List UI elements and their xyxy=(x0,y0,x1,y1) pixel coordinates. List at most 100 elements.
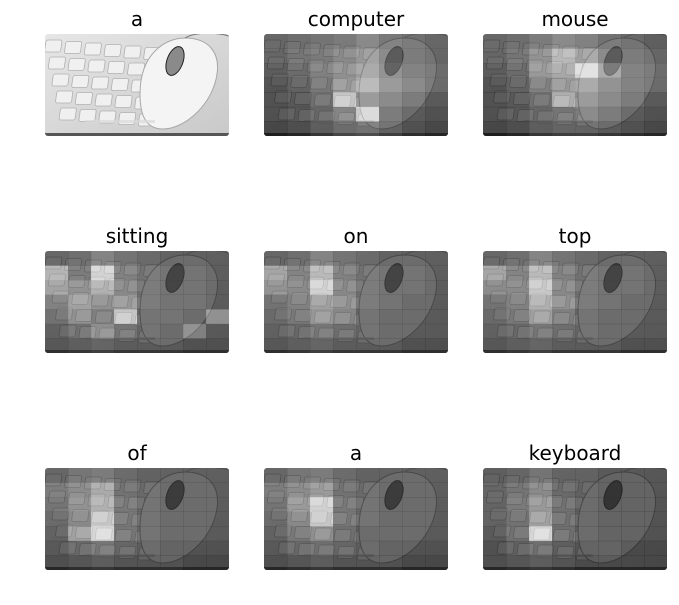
attention-cell xyxy=(310,48,334,64)
attention-cell xyxy=(264,251,288,266)
attention-cell xyxy=(552,77,576,93)
attention-cell xyxy=(483,526,507,542)
attention-cell xyxy=(552,526,576,542)
attention-cell xyxy=(402,468,426,483)
attention-cell xyxy=(333,338,357,353)
panel-image xyxy=(483,251,667,353)
attention-panel-top: top xyxy=(483,223,667,353)
attention-cell xyxy=(552,48,576,64)
attention-cell xyxy=(310,106,334,122)
attention-cell xyxy=(206,265,229,281)
mouse-wheel xyxy=(165,46,185,76)
attention-cell xyxy=(506,265,530,281)
attention-cell xyxy=(402,482,426,498)
attention-cell xyxy=(333,309,357,325)
attention-cell xyxy=(379,251,403,266)
attention-cell xyxy=(356,309,380,325)
attention-cell xyxy=(402,526,426,542)
attention-cell xyxy=(402,338,426,353)
attention-cell xyxy=(333,468,357,483)
attention-cell xyxy=(425,251,448,266)
attention-cell xyxy=(529,468,553,483)
attention-cell xyxy=(91,323,115,339)
attention-cell xyxy=(333,265,357,281)
attention-cell xyxy=(356,34,380,49)
attention-cell xyxy=(137,482,161,498)
attention-cell xyxy=(264,265,288,281)
attention-cell xyxy=(137,265,161,281)
attention-cell xyxy=(160,468,184,483)
attention-cell xyxy=(621,526,645,542)
attention-cell xyxy=(356,92,380,108)
attention-cell xyxy=(356,77,380,93)
attention-cell xyxy=(598,468,622,483)
attention-cell xyxy=(356,482,380,498)
attention-cell xyxy=(379,294,403,310)
attention-cell xyxy=(402,48,426,64)
attention-cell xyxy=(287,265,311,281)
attention-cell xyxy=(68,555,92,570)
attention-cell xyxy=(45,265,69,281)
attention-cell xyxy=(621,482,645,498)
attention-cell xyxy=(575,540,599,556)
attention-cell xyxy=(45,251,69,266)
attention-cell xyxy=(137,497,161,513)
attention-cell xyxy=(183,265,207,281)
attention-cell xyxy=(137,323,161,339)
attention-cell xyxy=(45,280,69,296)
attention-cell xyxy=(68,309,92,325)
attention-cell xyxy=(506,323,530,339)
attention-cell xyxy=(644,468,667,483)
attention-cell xyxy=(644,482,667,498)
attention-cell xyxy=(621,106,645,122)
attention-cell xyxy=(644,121,667,136)
attention-cell xyxy=(506,540,530,556)
attention-cell xyxy=(552,265,576,281)
panel-image xyxy=(264,468,448,570)
attention-cell xyxy=(310,34,334,49)
attention-cell xyxy=(598,323,622,339)
attention-cell xyxy=(287,482,311,498)
attention-cell xyxy=(644,497,667,513)
attention-cell xyxy=(287,48,311,64)
attention-cell xyxy=(333,92,357,108)
attention-cell xyxy=(91,280,115,296)
attention-cell xyxy=(160,265,184,281)
attention-cell xyxy=(160,526,184,542)
attention-cell xyxy=(68,497,92,513)
attention-cell xyxy=(264,540,288,556)
attention-cell xyxy=(483,338,507,353)
attention-cell xyxy=(379,265,403,281)
attention-cell xyxy=(425,497,448,513)
attention-cell xyxy=(45,555,69,570)
attention-cell xyxy=(552,121,576,136)
attention-cell xyxy=(598,294,622,310)
attention-cell xyxy=(425,280,448,296)
attention-cell xyxy=(287,309,311,325)
attention-cell xyxy=(425,63,448,79)
attention-cell xyxy=(356,280,380,296)
attention-cell xyxy=(621,323,645,339)
mouse-body xyxy=(139,37,219,130)
attention-cell xyxy=(114,280,138,296)
attention-cell xyxy=(183,526,207,542)
attention-cell xyxy=(483,468,507,483)
attention-cell xyxy=(506,48,530,64)
attention-cell xyxy=(356,555,380,570)
attention-cell xyxy=(379,338,403,353)
attention-cell xyxy=(506,63,530,79)
attention-cell xyxy=(506,251,530,266)
attention-cell xyxy=(68,280,92,296)
attention-cell xyxy=(552,497,576,513)
attention-cell xyxy=(206,251,229,266)
attention-cell xyxy=(160,251,184,266)
attention-cell xyxy=(483,511,507,527)
attention-cell xyxy=(621,92,645,108)
attention-cell xyxy=(379,555,403,570)
attention-cell xyxy=(379,511,403,527)
attention-cell xyxy=(506,555,530,570)
attention-cell xyxy=(644,77,667,93)
attention-cell xyxy=(644,338,667,353)
attention-cell xyxy=(45,323,69,339)
attention-cell xyxy=(333,77,357,93)
